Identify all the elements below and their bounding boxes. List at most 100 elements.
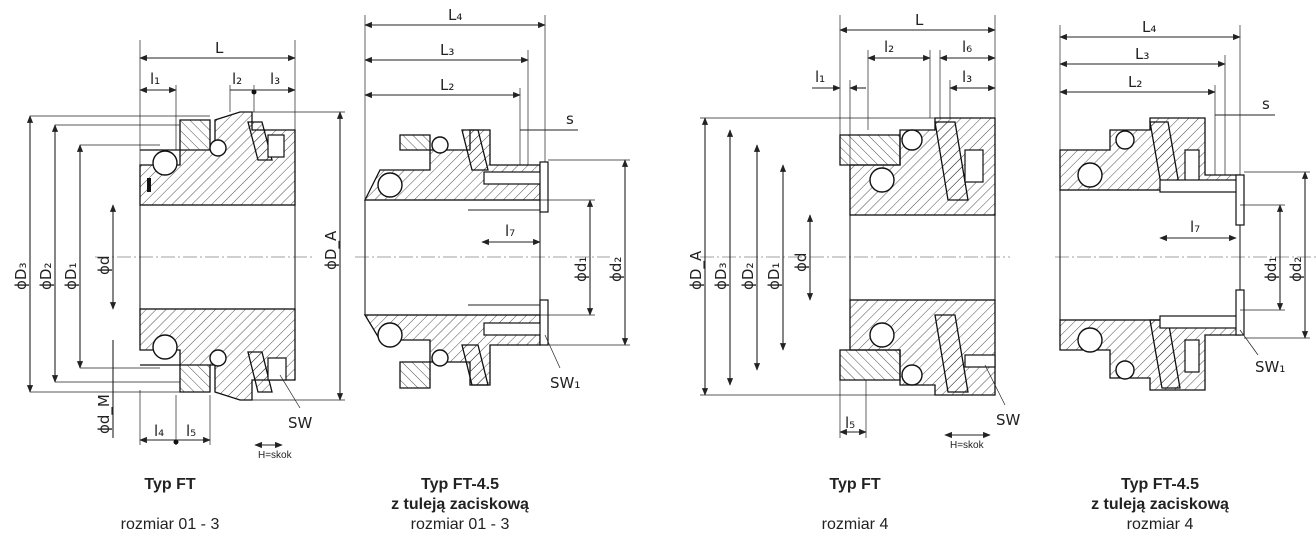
disc-spring-lower xyxy=(247,351,273,393)
label-D1: ϕD₁ xyxy=(62,263,80,290)
label-L: L xyxy=(915,11,924,29)
clamp-ring-lower xyxy=(1235,289,1245,336)
ball-bearing-upper xyxy=(152,150,178,176)
label-L: L xyxy=(215,39,224,57)
label-d1: ϕd₁ xyxy=(572,257,590,282)
flange-lower xyxy=(839,349,901,381)
caption-figure-3: Typ FT rozmiar 4 xyxy=(725,475,985,535)
disc-spring-upper xyxy=(247,121,273,161)
label-H: H=skok xyxy=(950,440,985,451)
nut-upper xyxy=(1184,149,1200,183)
label-l2: l₂ xyxy=(232,70,242,88)
ball-bearing-upper xyxy=(377,172,403,198)
label-SW1: SW₁ xyxy=(550,374,580,392)
label-D1: ϕD₁ xyxy=(765,263,783,290)
figure-ft45-size-01-3: L₄ L₃ L₂ s l₇ ϕd₁ ϕd₂ SW₁ xyxy=(355,6,630,392)
caption-title: Typ FT-4.5 xyxy=(421,476,499,493)
ball-bearing-upper xyxy=(869,167,895,193)
screw-upper xyxy=(1159,179,1243,193)
caption-figure-2: Typ FT-4.5 z tuleją zaciskową rozmiar 01… xyxy=(330,475,590,535)
label-l3: l₃ xyxy=(962,68,972,86)
label-D2: ϕD₂ xyxy=(739,263,757,290)
label-D3: ϕD₃ xyxy=(712,263,730,290)
label-l7: l₇ xyxy=(505,222,515,240)
flange-upper xyxy=(839,134,901,166)
label-d2: ϕd₂ xyxy=(1287,257,1305,282)
label-D2: ϕD₂ xyxy=(37,263,55,290)
flange-lower xyxy=(399,361,431,389)
caption-size: rozmiar 4 xyxy=(821,516,889,533)
label-l3: l₃ xyxy=(270,70,280,88)
caption-title: Typ FT-4.5 xyxy=(1121,476,1199,493)
ball-bearing-lower xyxy=(1077,327,1103,353)
label-SW1: SW₁ xyxy=(1255,358,1285,376)
ball-small-lower xyxy=(431,349,449,367)
caption-subtitle xyxy=(725,495,985,515)
disc-spring-upper xyxy=(461,129,489,171)
label-l1: l₁ xyxy=(150,70,160,88)
label-L3: L₃ xyxy=(1135,45,1149,63)
label-L3: L₃ xyxy=(440,41,454,59)
label-d: ϕd xyxy=(792,253,810,272)
disc-spring-lower xyxy=(461,344,489,386)
caption-title: Typ FT xyxy=(829,476,881,493)
label-l5: l₅ xyxy=(845,414,855,432)
bore-outline xyxy=(364,199,541,316)
bore-outline xyxy=(849,214,996,301)
label-L2: L₂ xyxy=(1128,73,1142,91)
label-d2: ϕd₂ xyxy=(607,257,625,282)
dim-l4-dot xyxy=(173,439,179,445)
caption-size: rozmiar 01 - 3 xyxy=(410,516,510,533)
caption-figure-4: Typ FT-4.5 z tuleją zaciskową rozmiar 4 xyxy=(1030,475,1290,535)
caption-subtitle: z tuleją zaciskową xyxy=(1091,496,1229,513)
figure-ft-size-4: L l₂ l₆ l₃ l₁ ϕD_A ϕD₃ ϕD₂ ϕD₁ ϕd l₅ xyxy=(687,11,1021,451)
label-l5: l₅ xyxy=(186,422,196,440)
ball-small-upper xyxy=(431,136,449,154)
label-SW: SW xyxy=(996,411,1021,429)
nut-lower xyxy=(964,354,996,368)
screw-lower xyxy=(483,322,543,336)
leader-SW xyxy=(984,364,1006,406)
label-SW: SW xyxy=(288,414,313,432)
figure-ft-size-01-3: L l₁ l₂ l₃ ϕD₃ ϕD₂ ϕD₁ ϕd ϕD_A ϕd_M xyxy=(12,39,345,461)
label-d: ϕd xyxy=(95,256,113,275)
hub-lower-section xyxy=(849,299,996,396)
nut-upper xyxy=(964,149,984,183)
nut-lower xyxy=(1184,339,1200,373)
seal-upper xyxy=(147,178,151,192)
caption-title: Typ FT xyxy=(144,476,196,493)
label-dM: ϕd_M xyxy=(95,394,114,434)
leader-SW xyxy=(279,374,301,409)
label-l2: l₂ xyxy=(884,38,894,56)
flange-upper xyxy=(140,119,211,151)
label-s: s xyxy=(1262,95,1270,113)
flange-upper xyxy=(399,134,431,151)
disc-spring-upper xyxy=(934,121,969,201)
clamp-ring-lower xyxy=(539,299,549,346)
label-L4: L₄ xyxy=(448,6,462,24)
leader-SW1 xyxy=(1239,329,1259,356)
clamp-ring-upper xyxy=(1235,174,1245,226)
label-DA: ϕD_A xyxy=(687,250,706,290)
clamp-ring-upper xyxy=(539,161,549,213)
ball-small-lower xyxy=(1115,360,1135,380)
label-l1: l₁ xyxy=(815,68,825,86)
caption-size: rozmiar 01 - 3 xyxy=(120,516,220,533)
label-d1: ϕd₁ xyxy=(1262,257,1280,282)
ball-small-upper xyxy=(901,129,923,151)
ball-bearing-upper xyxy=(1077,162,1103,188)
label-l4: l₄ xyxy=(154,422,164,440)
ball-bearing-lower xyxy=(869,322,895,348)
label-L4: L₄ xyxy=(1142,18,1156,36)
caption-size: rozmiar 4 xyxy=(1126,516,1194,533)
ball-bearing-lower xyxy=(377,322,403,348)
caption-figure-1: Typ FT rozmiar 01 - 3 xyxy=(40,475,300,535)
label-L2: L₂ xyxy=(440,76,454,94)
label-l7: l₇ xyxy=(1190,218,1200,236)
ball-small-lower xyxy=(209,349,227,367)
caption-subtitle xyxy=(40,495,300,515)
label-s: s xyxy=(566,110,574,128)
nut-upper xyxy=(267,134,285,158)
label-DA: ϕD_A xyxy=(322,230,341,270)
